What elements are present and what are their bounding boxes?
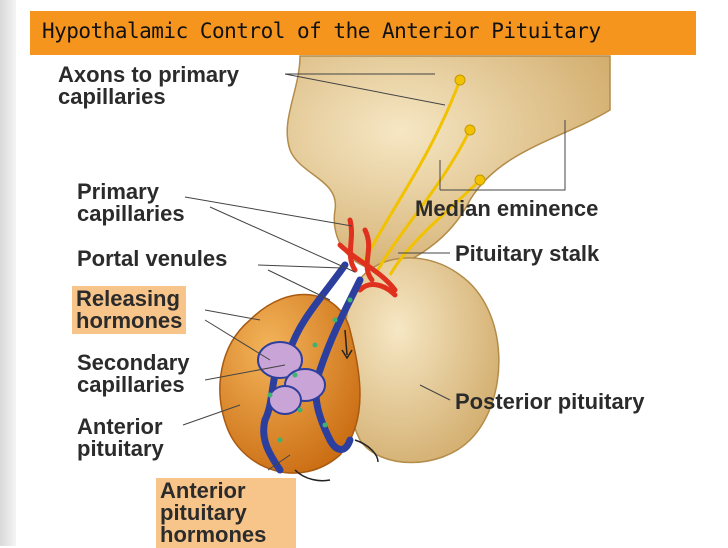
- posterior-pituitary-label: Posterior pituitary: [455, 389, 645, 414]
- secondary-capillaries-label-line1: Secondary: [77, 350, 190, 375]
- anterior-pituitary-label-line1: Anterior: [77, 414, 163, 439]
- flow-arrows: [294, 329, 379, 482]
- portal-venules-label: Portal venules: [77, 246, 228, 271]
- primary-capillaries: [337, 217, 398, 298]
- hormone-dots: [267, 297, 353, 443]
- hormones-label-line3: hormones: [160, 522, 267, 547]
- secondary-capillaries-label: Secondary capillaries: [77, 352, 190, 396]
- hypothalamus-tissue: [286, 55, 611, 271]
- title-bar: Hypothalamic Control of the Anterior Pit…: [30, 11, 696, 55]
- primary-capillaries-label-line2: capillaries: [77, 201, 185, 226]
- median-eminence-label: Median eminence: [415, 196, 599, 221]
- page-title: Hypothalamic Control of the Anterior Pit…: [42, 19, 601, 43]
- primary-capillaries-label: Primary capillaries: [77, 181, 185, 225]
- axons-label-line1: Axons to primary: [58, 62, 239, 87]
- primary-capillaries-label-line1: Primary: [77, 179, 159, 204]
- anterior-pituitary-hormones-label: Anterior pituitary hormones: [156, 478, 297, 548]
- hormones-label-line2: pituitary: [160, 500, 247, 525]
- hormones-label-line1: Anterior: [160, 478, 246, 503]
- anterior-pituitary-label: Anterior pituitary: [77, 416, 164, 460]
- leader-lines: [182, 73, 566, 471]
- posterior-pituitary-shape: [342, 257, 500, 464]
- axons-label: Axons to primary capillaries: [58, 64, 239, 108]
- left-margin-stripe: [0, 0, 16, 546]
- axons-label-line2: capillaries: [58, 84, 166, 109]
- releasing-hormones-label-line1: Releasing: [76, 286, 180, 311]
- pituitary-stalk-label: Pituitary stalk: [455, 241, 600, 266]
- releasing-hormones-label: Releasing hormones: [72, 286, 187, 334]
- anterior-pituitary-label-line2: pituitary: [77, 436, 164, 461]
- secondary-capillaries-label-line2: capillaries: [77, 372, 185, 397]
- portal-venules: [260, 261, 364, 474]
- releasing-hormones-label-line2: hormones: [76, 308, 183, 333]
